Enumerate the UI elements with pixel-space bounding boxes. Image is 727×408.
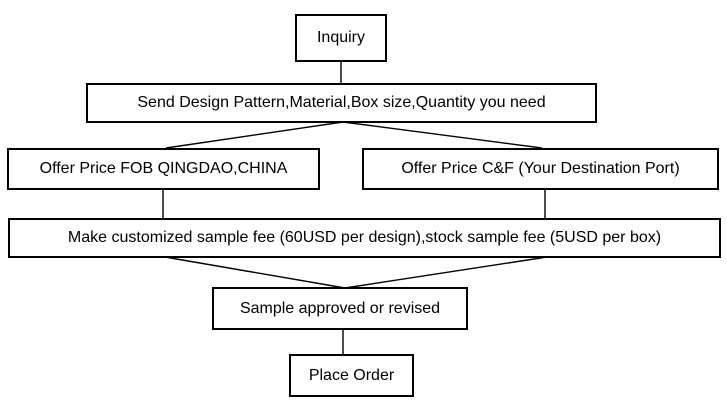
node-offer-cf: Offer Price C&F (Your Destination Port) [362,148,719,190]
node-place-order: Place Order [289,354,414,397]
node-offer-fob: Offer Price FOB QINGDAO,CHINA [7,148,320,190]
connector-fee-to-approved-left [164,256,346,289]
node-sample-approved: Sample approved or revised [212,287,468,330]
node-sample-fee: Make customized sample fee (60USD per de… [8,218,721,258]
connector-send-to-fob [165,121,344,149]
node-inquiry: Inquiry [295,14,387,62]
connector-send-to-cf [342,121,543,149]
node-send-design: Send Design Pattern,Material,Box size,Qu… [86,83,597,123]
connector-fee-to-approved-right [344,256,548,289]
